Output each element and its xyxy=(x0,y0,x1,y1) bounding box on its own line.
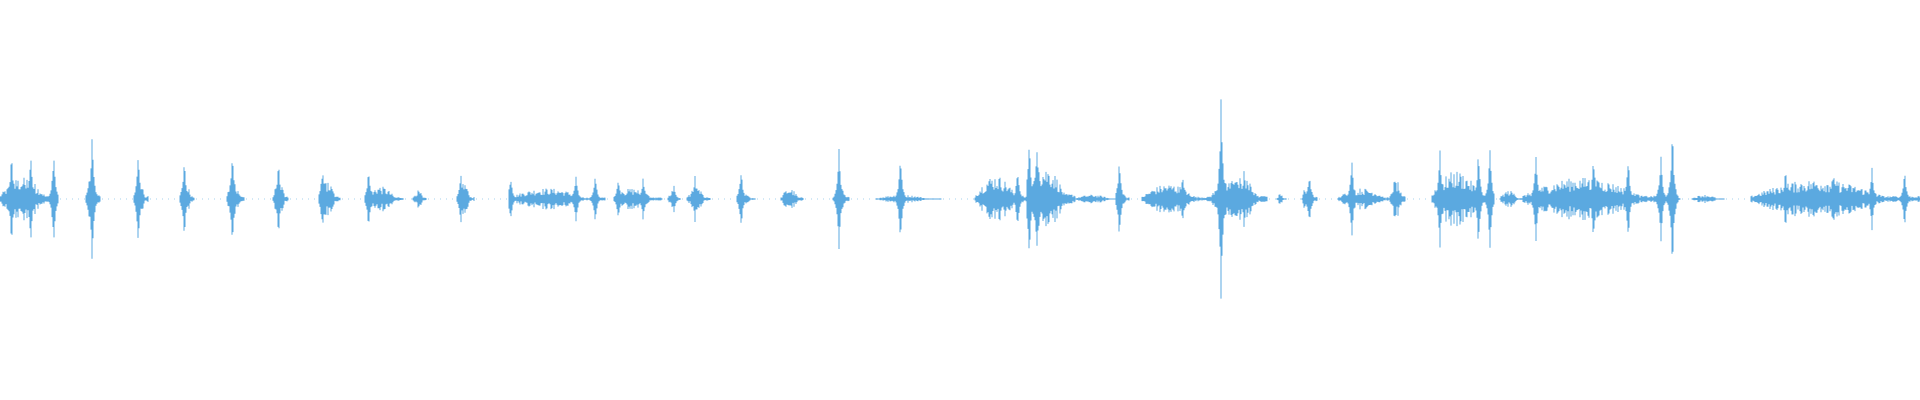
waveform-bars xyxy=(0,99,1920,299)
waveform-samples xyxy=(0,99,1920,299)
